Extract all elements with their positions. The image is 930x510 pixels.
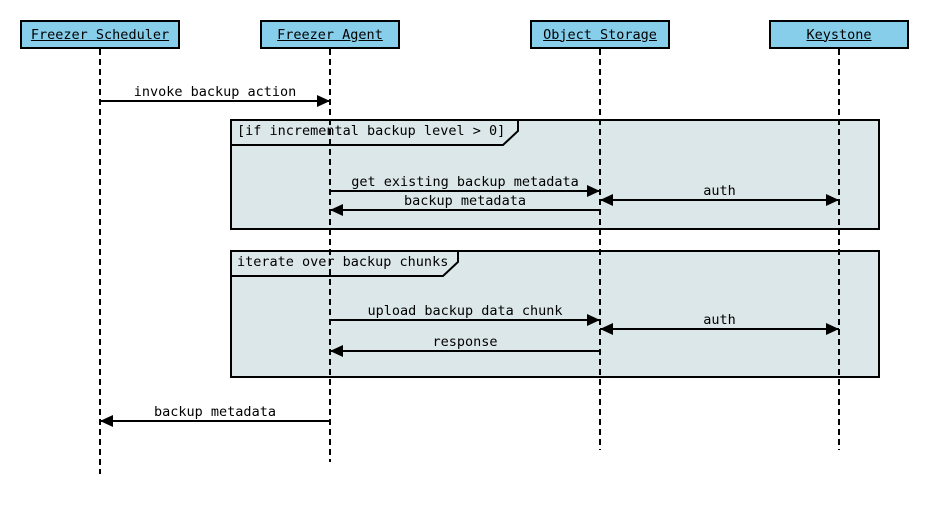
message-label: auth	[703, 312, 736, 328]
frame-label: iterate over backup chunks	[237, 254, 449, 270]
lifeline-freezer-scheduler	[99, 49, 101, 474]
message-line	[330, 190, 600, 192]
message-line	[100, 100, 330, 102]
message-label: backup metadata	[404, 193, 526, 209]
frame-label-tab: iterate over backup chunks	[230, 250, 459, 277]
message-label: backup metadata	[154, 404, 276, 420]
arrowhead-right-icon	[587, 314, 600, 326]
arrowhead-left-icon	[600, 323, 613, 335]
lifeline-keystone	[838, 49, 840, 450]
message-label: auth	[703, 183, 736, 199]
message-line	[330, 350, 600, 352]
message-line	[600, 199, 839, 201]
message-get-existing-backup-metadata: get existing backup metadata	[330, 166, 600, 197]
participant-keystone: Keystone	[769, 20, 909, 49]
message-invoke-backup-action: invoke backup action	[100, 76, 330, 107]
participant-freezer-scheduler: Freezer Scheduler	[20, 20, 180, 49]
message-auth-1: auth	[600, 175, 839, 206]
message-response: response	[330, 326, 600, 357]
arrowhead-left-icon	[600, 194, 613, 206]
message-label: upload backup data chunk	[367, 303, 563, 319]
frame-tab-shape	[230, 119, 519, 146]
arrowhead-left-icon	[330, 345, 343, 357]
message-label: get existing backup metadata	[351, 174, 579, 190]
message-line	[600, 328, 839, 330]
arrowhead-right-icon	[826, 323, 839, 335]
arrowhead-right-icon	[317, 95, 330, 107]
message-label: response	[432, 334, 498, 350]
frame-iterate-backup-chunks: iterate over backup chunks	[230, 250, 880, 378]
frame-label: [if incremental backup level > 0]	[237, 123, 506, 139]
message-backup-metadata-final: backup metadata	[100, 396, 330, 427]
message-backup-metadata-return: backup metadata	[330, 185, 600, 216]
frame-label-tab: [if incremental backup level > 0]	[230, 119, 519, 146]
message-line	[100, 420, 330, 422]
arrowhead-left-icon	[100, 415, 113, 427]
frame-tab-shape	[230, 250, 459, 277]
arrowhead-right-icon	[587, 185, 600, 197]
arrowhead-right-icon	[826, 194, 839, 206]
lifeline-freezer-agent	[329, 49, 331, 462]
participant-object-storage: Object Storage	[530, 20, 670, 49]
lifeline-object-storage	[599, 49, 601, 450]
arrowhead-left-icon	[330, 204, 343, 216]
message-line	[330, 319, 600, 321]
message-upload-backup-data-chunk: upload backup data chunk	[330, 295, 600, 326]
participant-freezer-agent: Freezer Agent	[260, 20, 400, 49]
message-label: invoke backup action	[133, 84, 297, 100]
message-auth-2: auth	[600, 304, 839, 335]
message-line	[330, 209, 600, 211]
